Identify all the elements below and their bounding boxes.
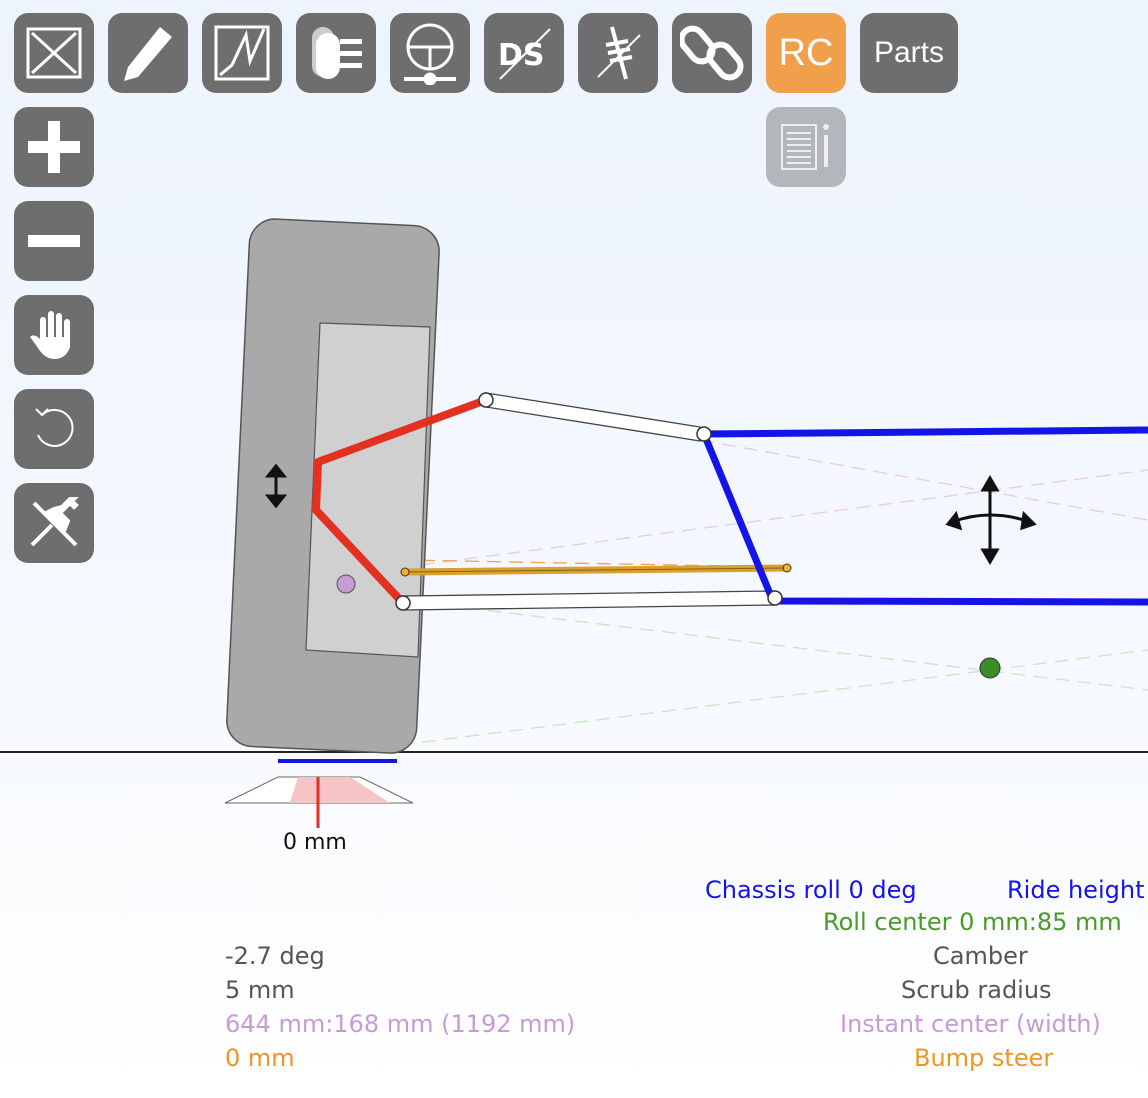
roll-center-marker xyxy=(979,657,1001,679)
lower-outer-joint[interactable] xyxy=(395,595,411,611)
steering-button[interactable] xyxy=(390,13,470,93)
parts-button[interactable]: Parts xyxy=(860,13,958,93)
fit-view-button[interactable] xyxy=(14,13,94,93)
chassis-move-icon[interactable] xyxy=(945,475,1037,565)
parts-label: Parts xyxy=(873,36,945,69)
graph-icon xyxy=(214,25,270,81)
fit-view-icon xyxy=(26,27,82,79)
ds-crossed-icon: DS xyxy=(498,28,551,80)
zoom-out-button[interactable] xyxy=(14,201,94,281)
notes-icon xyxy=(781,124,829,170)
instant-center-marker xyxy=(336,574,356,594)
upper-arm[interactable] xyxy=(485,392,701,442)
upper-outer-joint[interactable] xyxy=(478,392,494,408)
pin-button[interactable] xyxy=(14,483,94,563)
wheel-hub xyxy=(305,322,431,658)
minus-icon xyxy=(28,235,80,247)
steering-wheel-icon xyxy=(404,23,456,85)
scrub-readout: 0 mm xyxy=(283,830,347,855)
spring-button[interactable] xyxy=(578,13,658,93)
pin-icon xyxy=(30,497,79,547)
pencil-icon xyxy=(124,27,172,81)
camber-label: Camber xyxy=(933,942,1028,970)
rotate-button[interactable] xyxy=(14,389,94,469)
roll-center-readout: Roll center 0 mm:85 mm xyxy=(823,908,1122,936)
plus-icon xyxy=(28,121,80,173)
roll-center-button[interactable]: RC xyxy=(766,13,846,93)
notes-button[interactable] xyxy=(766,107,846,187)
lower-inner-joint[interactable] xyxy=(767,590,783,606)
rotate-icon xyxy=(35,408,74,447)
link-button[interactable] xyxy=(672,13,752,93)
ds-button[interactable]: DS xyxy=(484,13,564,93)
bump-steer-label: Bump steer xyxy=(914,1044,1054,1072)
spring-crossed-icon xyxy=(597,26,641,80)
upright[interactable] xyxy=(312,396,488,606)
zoom-in-button[interactable] xyxy=(14,107,94,187)
lights-button[interactable] xyxy=(296,13,376,93)
scrub-radius-value: 5 mm xyxy=(225,976,295,1004)
hand-icon xyxy=(30,311,70,359)
chassis[interactable] xyxy=(698,426,1148,606)
scrub-radius-label: Scrub radius xyxy=(901,976,1052,1004)
pan-button[interactable] xyxy=(14,295,94,375)
chassis-roll-readout: Chassis roll 0 deg xyxy=(705,876,917,904)
ride-height-readout: Ride height xyxy=(1007,876,1145,904)
rc-label: RC xyxy=(778,31,834,74)
instant-center-label: Instant center (width) xyxy=(840,1010,1101,1038)
edit-button[interactable] xyxy=(108,13,188,93)
bump-steer-value: 0 mm xyxy=(225,1044,295,1072)
graph-button[interactable] xyxy=(202,13,282,93)
lower-arm[interactable] xyxy=(402,590,776,611)
lights-icon xyxy=(312,27,362,79)
chain-link-icon xyxy=(680,25,744,81)
svg-text:DS: DS xyxy=(498,38,545,73)
upper-inner-joint[interactable] xyxy=(696,426,712,442)
vertical-move-icon[interactable] xyxy=(264,463,288,509)
instant-center-value: 644 mm:168 mm (1192 mm) xyxy=(225,1010,576,1038)
camber-value: -2.7 deg xyxy=(225,942,325,970)
